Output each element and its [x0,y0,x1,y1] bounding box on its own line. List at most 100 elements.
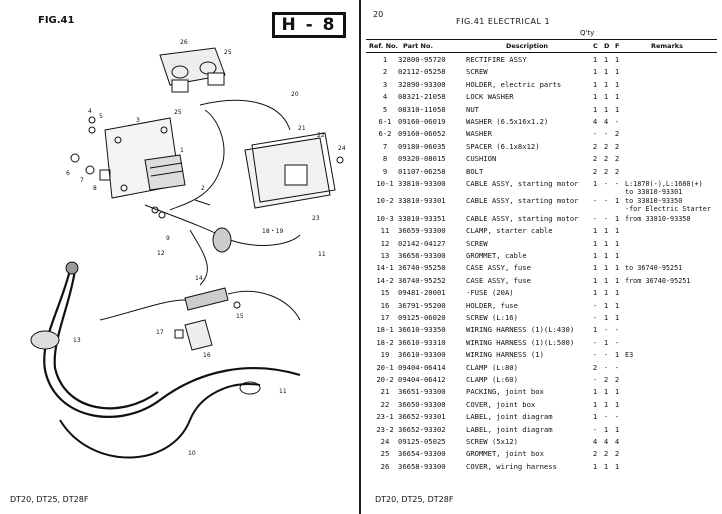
ref-cell: 23-2 [376,424,394,434]
description-cell: CLAMP (L:80) [466,362,518,372]
qty-c-cell: 1 [592,67,598,77]
qty-f-cell: 1 [614,313,620,322]
qty-c-cell: 4 [592,117,598,126]
qty-c-cell: 1 [592,399,598,409]
qty-d-cell: 4 [603,437,609,446]
qty-c-cell: - [592,213,598,223]
ref-cell: 5 [382,104,388,114]
description-cell: HOLDER, fuse [466,300,518,310]
callout-label: 3 [136,117,140,124]
qty-d-cell: - [603,213,609,223]
ref-cell: 6-1 [378,117,392,126]
callout-label: 22 [317,132,325,139]
qty-c-cell: - [592,375,598,384]
description-cell: CABLE ASSY, starting motor [466,179,579,188]
qty-d-cell: 1 [603,337,609,347]
callout-label: 24 [338,145,346,152]
qty-d-cell: 1 [603,300,609,310]
qty-d-cell: - [603,179,609,188]
qty-f-cell: 1 [614,79,620,89]
description-cell: SPACER (6.1x8x12) [466,141,540,151]
part-number-cell: 36740-95252 [398,275,446,285]
qty-c-cell: - [592,313,598,322]
qty-c-cell: 1 [592,461,598,471]
qty-f-cell: 1 [614,67,620,77]
remarks-cell: from 36740-95251 [625,276,691,285]
callout-label: 18・19 [262,228,283,235]
qty-f-cell: 1 [614,275,620,285]
description-cell: SCREW (5x12) [466,437,518,446]
callout-label: 4 [88,108,92,115]
callout-label: 2 [201,185,205,192]
ref-cell: 18-2 [376,337,394,347]
qty-d-cell: 2 [603,375,609,384]
qty-f-cell: 1 [614,196,620,206]
qty-f-cell: 1 [614,387,620,397]
description-cell: SCREW [466,238,488,248]
part-number-cell: 36654-93300 [398,449,446,459]
ref-cell: 14-1 [376,263,394,273]
ref-cell: 21 [380,387,390,397]
ref-cell: 14-2 [376,275,394,285]
qty-d-cell: 1 [603,79,609,89]
header-d: D [604,42,610,50]
ref-cell: 12 [380,238,390,248]
ref-cell: 9 [382,166,388,176]
qty-d-cell: - [603,362,609,372]
qty-c-cell: 1 [592,275,598,285]
qty-c-cell: - [592,300,598,310]
qty-f-cell: 4 [614,437,620,446]
part-number-cell: 33810-93301 [398,196,446,206]
description-cell: WASHER [466,129,492,139]
ref-cell: 26 [380,461,390,471]
callout-label: 21 [298,125,306,132]
qty-c-cell: 1 [592,325,598,335]
qty-c-cell: 1 [592,238,598,248]
qty-f-cell: - [614,337,620,347]
qty-c-cell: 1 [592,55,598,64]
callout-label: 17 [156,329,164,336]
part-number-cell: 09180-06035 [398,141,446,151]
part-number-cell: 09160-06052 [398,129,446,139]
header-top-rule [366,39,717,40]
ref-cell: 1 [382,55,388,64]
qty-c-cell: 1 [592,104,598,114]
part-number-cell: 36791-95200 [398,300,446,310]
qty-d-cell: 1 [603,399,609,409]
qty-d-cell: - [603,350,609,360]
qty-d-cell: 1 [603,104,609,114]
part-number-cell: 36652-93301 [398,412,446,422]
description-cell: SCREW [466,67,488,77]
qty-c-cell: 2 [592,362,598,372]
description-cell: ·FUSE (20A) [466,288,514,298]
qty-c-cell: - [592,350,598,360]
qty-f-cell: 1 [614,288,620,298]
description-cell: CASE ASSY, fuse [466,263,531,273]
ref-cell: 7 [382,141,388,151]
callout-label: 25 [224,49,232,56]
qty-f-cell: 2 [614,129,620,139]
description-cell: COVER, joint box [466,399,536,409]
part-number-cell: 36610-93300 [398,350,446,360]
qty-c-cell: 2 [592,154,598,164]
ref-cell: 2 [382,67,388,77]
qty-c-cell: 1 [592,179,598,188]
rectifier-part [144,154,186,191]
header-bottom-rule [366,52,717,53]
callout-label: 6 [66,170,70,177]
qty-f-cell: 2 [614,141,620,151]
description-cell: CABLE ASSY, starting motor [466,196,579,206]
header-description: Description [506,42,549,50]
description-cell: WIRING HARNESS (1)(L:500) [466,337,575,347]
ref-cell: 24 [380,437,390,446]
starter-cable-part [43,269,301,418]
description-cell: LABEL, joint diagram [466,424,553,434]
description-cell: LOCK WASHER [466,92,514,102]
description-cell: WIRING HARNESS (1) [466,350,544,360]
part-number-cell: 36610-93310 [398,337,446,347]
qty-f-cell: 1 [614,424,620,434]
qty-f-cell: - [614,117,620,126]
description-cell: NUT [466,104,479,114]
qty-f-cell: 1 [614,461,620,471]
callout-label: 11 [279,388,287,395]
